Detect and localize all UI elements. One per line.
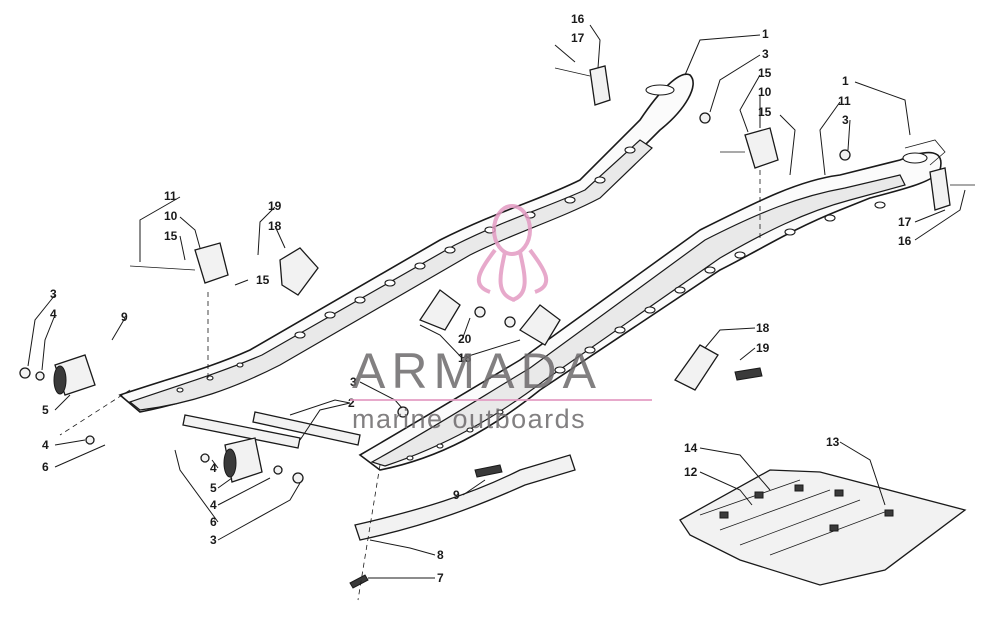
callout-3-low: 3 — [210, 533, 217, 547]
octopus-logo-icon — [476, 204, 549, 302]
wear-strip-8 — [354, 454, 576, 541]
callout-17-right: 17 — [898, 215, 912, 229]
callout-15-left2: 15 — [256, 273, 270, 287]
callout-3-left: 3 — [50, 287, 57, 301]
bolt-7 — [349, 574, 369, 589]
top-bracket-17 — [554, 65, 611, 106]
bracket-18-left — [279, 247, 319, 296]
callout-15-a: 15 — [758, 66, 772, 80]
right-rail-holes — [406, 201, 886, 461]
callout-10-left: 10 — [164, 209, 178, 223]
stop-block-10-right — [720, 127, 779, 169]
watermark-tagline: marine outboards — [352, 404, 586, 434]
callout-15-left: 15 — [164, 229, 178, 243]
callout-6-low: 6 — [210, 515, 217, 529]
callout-3-right: 3 — [842, 113, 849, 127]
callout-4-left: 4 — [50, 307, 57, 321]
callout-11-right: 11 — [838, 94, 851, 108]
callout-4-low2: 4 — [210, 498, 217, 512]
callout-9-low: 9 — [453, 488, 460, 502]
axle-shafts-2 — [182, 411, 361, 449]
callout-18-mid: 18 — [458, 351, 472, 365]
callout-1-top: 1 — [762, 27, 769, 41]
callout-10-a: 10 — [758, 85, 772, 99]
callout-16-right: 16 — [898, 234, 912, 248]
nuts-and-washers — [19, 112, 851, 484]
callout-14-track: 14 — [684, 441, 698, 455]
callout-16-top: 16 — [571, 12, 585, 26]
callout-19-left: 19 — [268, 199, 282, 213]
callout-7-low: 7 — [437, 571, 444, 585]
callout-9-left: 9 — [121, 310, 128, 324]
callout-1-right: 1 — [842, 74, 849, 88]
callout-5-low: 5 — [210, 481, 217, 495]
callout-8-low: 8 — [437, 548, 444, 562]
callout-18-left: 18 — [268, 219, 282, 233]
callout-13-track: 13 — [826, 435, 840, 449]
bolt-9-low — [474, 464, 503, 478]
callout-12-track: 12 — [684, 465, 698, 479]
callout-4-left2: 4 — [42, 438, 49, 452]
callout-3-top: 3 — [762, 47, 769, 61]
bracket-18-mid — [419, 289, 561, 346]
callout-6-left: 6 — [42, 460, 49, 474]
right-bracket-17 — [929, 167, 975, 211]
callout-3-mid: 3 — [350, 375, 357, 389]
callout-5-left: 5 — [42, 403, 49, 417]
callout-18-right: 18 — [756, 321, 770, 335]
idler-wheel-5-low — [223, 437, 263, 483]
callout-19-right: 19 — [756, 341, 770, 355]
callout-20-mid: 20 — [458, 332, 472, 346]
track-inset — [679, 469, 967, 586]
leader-lines — [27, 24, 966, 601]
callout-4-low: 4 — [210, 461, 217, 475]
idler-wheel-5-left — [53, 354, 96, 396]
bracket-18-right — [674, 344, 719, 391]
watermark-brand: ARMADA — [352, 343, 602, 399]
callout-labels: 16 17 1 3 15 10 15 1 11 3 17 16 11 10 15… — [42, 12, 912, 585]
callout-17-top: 17 — [571, 31, 585, 45]
callout-15-b: 15 — [758, 105, 772, 119]
stop-block-10-left — [129, 242, 229, 284]
callout-11-left: 11 — [164, 189, 177, 203]
watermark: ARMADA marine outboards — [350, 204, 652, 434]
left-slide-rail — [118, 73, 694, 413]
bolt-19-right — [734, 367, 763, 381]
callout-2-mid: 2 — [348, 396, 355, 410]
